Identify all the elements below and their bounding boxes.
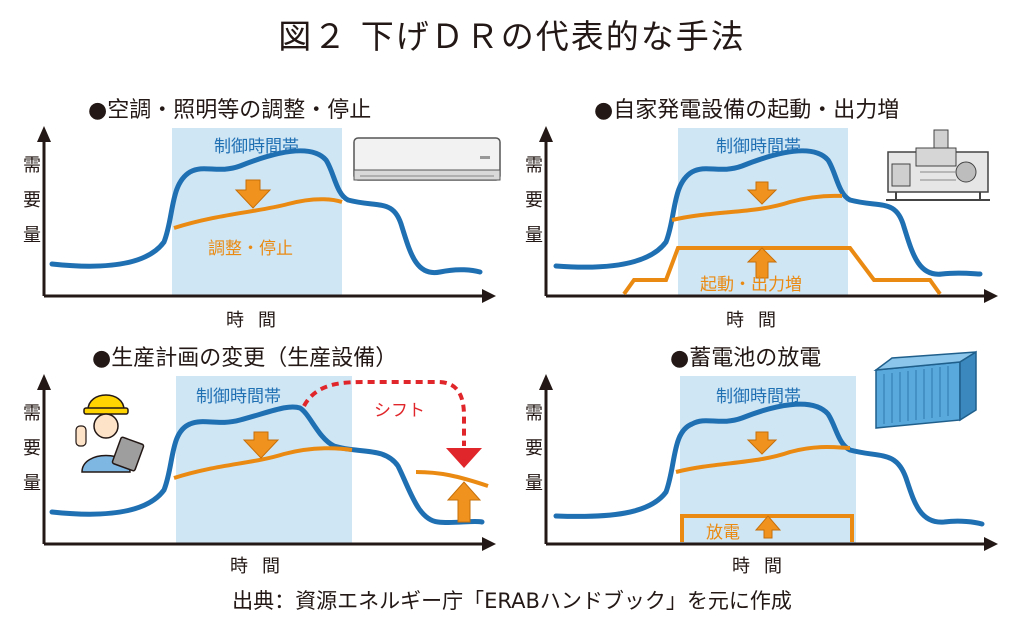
action-label: 放電: [706, 523, 740, 543]
panel-ac-lighting: ●空調・照明等の調整・停止 需要量 制御時間帯 調整・停止 時間: [18, 92, 501, 342]
panel-battery-discharge: ●蓄電池の放電 需要量 制御時間帯 放電 時間: [520, 340, 1000, 590]
adjusted-demand-line: [671, 193, 843, 222]
demand-curve: [49, 404, 485, 526]
generator-icon: [886, 129, 990, 201]
y-axis-arrowhead: [37, 126, 51, 142]
panel-chart: [539, 126, 998, 303]
y-axis-arrowhead: [539, 374, 553, 390]
x-axis-arrowhead: [482, 289, 496, 303]
panel-title: ●蓄電池の放電: [670, 346, 822, 371]
panel-title: ●空調・照明等の調整・停止: [88, 98, 372, 123]
panel-generator: ●自家発電設備の起動・出力増 需要量 制御時間帯 起動・出力増 時間: [520, 92, 1000, 342]
x-axis-arrowhead: [984, 289, 998, 303]
shifted-demand-line: [415, 470, 489, 488]
increase-arrow: [754, 515, 782, 539]
y-axis-label: 需要量: [525, 403, 543, 494]
y-axis-label: 需要量: [525, 155, 543, 246]
panel-chart: [539, 350, 998, 551]
x-axis-label: 時間: [226, 310, 290, 331]
y-axis-arrowhead: [539, 126, 553, 142]
shift-arrowhead: [446, 448, 482, 468]
battery-container-icon: [873, 350, 977, 429]
panel-title: ●自家発電設備の起動・出力増: [594, 98, 900, 123]
x-axis-label: 時間: [726, 310, 790, 331]
action-label: 起動・出力増: [700, 275, 802, 295]
discharge-output-line: [680, 514, 854, 542]
adjusted-demand-line: [173, 197, 343, 230]
increase-arrow: [746, 247, 778, 279]
adjusted-demand-line: [173, 446, 353, 480]
y-axis-arrowhead: [37, 374, 51, 390]
x-axis-label: 時間: [732, 556, 796, 577]
figure-title: 図２ 下げＤＲの代表的な手法: [278, 17, 746, 56]
y-axis-label: 需要量: [23, 155, 41, 246]
source-citation: 出典：資源エネルギー庁「ERABハンドブック」を元に作成: [232, 589, 792, 613]
demand-curve: [553, 401, 985, 527]
panel-title: ●生産計画の変更（生産設備）: [92, 346, 398, 371]
air-conditioner-icon: [353, 137, 501, 181]
worker-icon: [75, 394, 145, 473]
x-axis-arrowhead: [482, 537, 496, 551]
adjusted-demand-line: [675, 445, 851, 474]
increase-arrow: [446, 481, 482, 523]
x-axis-label: 時間: [230, 556, 294, 577]
demand-curve: [49, 148, 483, 276]
reduction-arrow: [746, 181, 778, 205]
y-axis-label: 需要量: [23, 403, 41, 494]
demand-curve: [553, 148, 983, 277]
reduction-arrow: [242, 431, 280, 459]
control-time-label: 制御時間帯: [716, 137, 801, 157]
generation-output-line: [622, 246, 942, 296]
reduction-arrow: [746, 431, 778, 455]
control-time-label: 制御時間帯: [196, 387, 281, 407]
control-time-label: 制御時間帯: [716, 387, 801, 407]
panel-chart: [37, 126, 501, 303]
panel-chart: [37, 374, 496, 551]
control-time-label: 制御時間帯: [214, 137, 299, 157]
shift-label: シフト: [374, 401, 425, 421]
reduction-arrow: [234, 179, 272, 209]
panel-production-shift: ●生産計画の変更（生産設備） 需要量 制御時間帯 シフト 時間: [18, 340, 498, 590]
x-axis-arrowhead: [984, 537, 998, 551]
action-label: 調整・停止: [208, 239, 293, 259]
